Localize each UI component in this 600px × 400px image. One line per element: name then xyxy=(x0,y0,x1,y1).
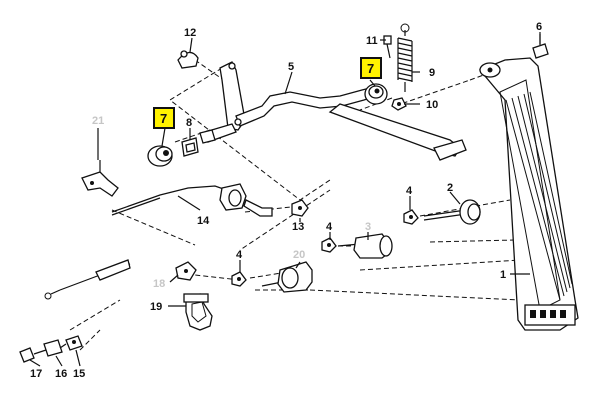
callout-labels: 1 2 3 4 4 4 5 6 7 7 8 9 10 11 12 13 14 1… xyxy=(30,21,542,380)
part-2-bolt xyxy=(423,199,481,225)
callout-7-highlight-box-left xyxy=(153,107,175,129)
callout-7-left: 7 xyxy=(160,111,167,126)
accelerator-pedal xyxy=(478,57,579,331)
part-13-nut xyxy=(291,199,309,217)
callout-13: 13 xyxy=(292,221,304,233)
part-4-nut-lower xyxy=(231,271,247,287)
callout-12: 12 xyxy=(184,27,196,39)
callout-1: 1 xyxy=(500,269,506,281)
callout-14: 14 xyxy=(197,215,210,227)
callout-4-lower: 4 xyxy=(236,249,243,261)
part-19-clamp xyxy=(183,293,213,331)
callout-2: 2 xyxy=(447,182,453,194)
part-15-16-17-cable-end xyxy=(19,335,83,363)
callout-11: 11 xyxy=(366,35,378,47)
callout-3: 3 xyxy=(365,221,371,233)
part-3-stop xyxy=(337,233,393,259)
callout-4-upper: 4 xyxy=(406,185,413,197)
callout-4-middle: 4 xyxy=(326,221,333,233)
part-14-cable xyxy=(44,183,273,300)
pedal-lever xyxy=(199,61,467,161)
part-12-cap xyxy=(177,50,199,69)
callout-21: 21 xyxy=(92,115,104,127)
callout-20: 20 xyxy=(293,249,305,261)
callout-6: 6 xyxy=(536,21,542,33)
leader-lines xyxy=(29,32,541,367)
part-7-bushing-right xyxy=(364,83,388,105)
callout-16: 16 xyxy=(55,368,67,380)
callout-18: 18 xyxy=(153,278,165,290)
callout-8: 8 xyxy=(186,117,192,129)
part-10-nut xyxy=(391,97,407,111)
part-4-nut-upper xyxy=(403,209,419,225)
part-18-clip xyxy=(175,261,197,281)
callout-17: 17 xyxy=(30,368,42,380)
callout-15: 15 xyxy=(73,368,85,380)
part-7-bushing-left xyxy=(147,145,173,167)
part-4-nut-middle xyxy=(321,237,337,253)
part-20-stop xyxy=(261,261,313,293)
part-8-clip xyxy=(181,137,199,157)
part-9-spring xyxy=(397,23,413,92)
part-11-screw xyxy=(383,35,392,59)
callout-7-highlight-box-right xyxy=(360,57,382,79)
callout-10: 10 xyxy=(426,99,438,111)
callout-7-right: 7 xyxy=(367,61,374,76)
callout-19: 19 xyxy=(150,301,162,313)
callout-9: 9 xyxy=(429,67,435,79)
callout-5: 5 xyxy=(288,61,294,73)
part-21-bracket xyxy=(81,160,119,197)
